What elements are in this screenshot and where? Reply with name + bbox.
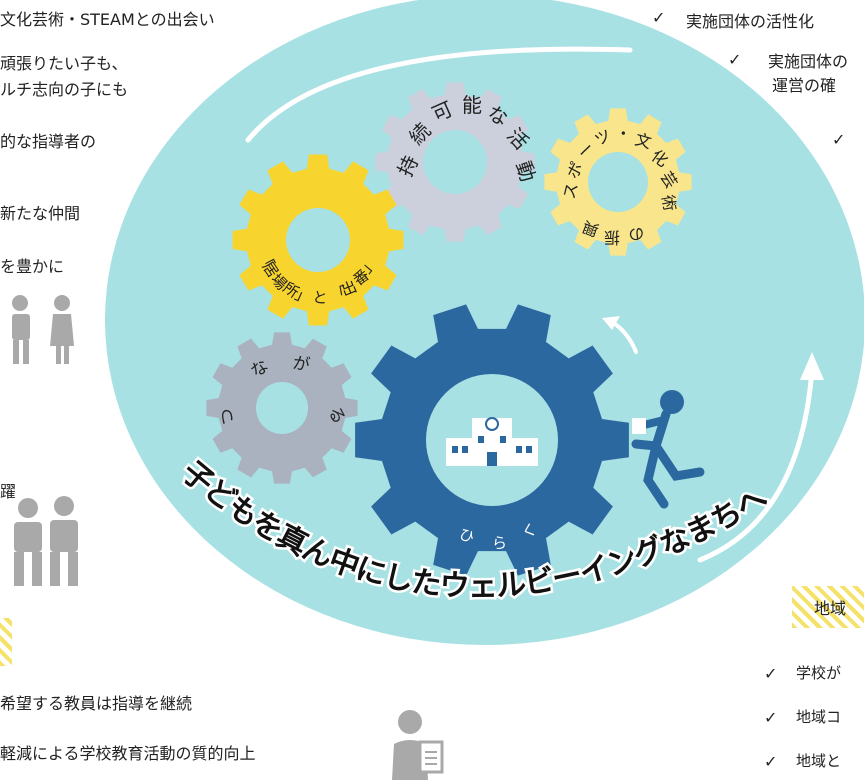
teacher-icon	[392, 710, 444, 780]
svg-text:つ: つ	[217, 408, 239, 427]
people-icon-1	[12, 295, 74, 364]
left-line-3: ルチ志向の子にも	[0, 80, 129, 99]
left-line-2: 頑張りたい子も、	[0, 54, 128, 73]
left-line-4: 的な指導者の	[0, 132, 97, 151]
rotation-arrowhead-icon	[602, 316, 620, 330]
bottom-left-line-1: 希望する教員は指導を継続	[0, 694, 193, 713]
svg-text:・: ・	[614, 123, 632, 144]
gear-hole	[588, 152, 648, 212]
svg-text:ツ: ツ	[591, 125, 614, 149]
gear-place	[232, 154, 404, 326]
gear-label-open: ひ ら く	[457, 520, 540, 552]
right-box-label: 地域	[814, 599, 847, 618]
gear-label-sports: ス ポ ー ツ ・ 文 化 芸 術 の 振 興	[559, 123, 681, 247]
svg-text:ら: ら	[492, 534, 507, 552]
svg-text:ス: ス	[559, 181, 581, 201]
gear-sustainable	[375, 82, 535, 242]
right-arrowhead-icon	[800, 352, 824, 380]
svg-text:」: 」	[292, 285, 313, 308]
left-line-6: を豊かに	[0, 257, 65, 276]
left-hatch-box	[0, 618, 12, 666]
svg-text:文: 文	[633, 130, 654, 153]
check-icon: ✓	[764, 664, 778, 683]
svg-text:振: 振	[604, 228, 620, 247]
right-line-1: 実施団体の活性化	[686, 12, 815, 31]
left-line-5: 新たな仲間	[0, 204, 81, 223]
right-item-2: 地域コ	[796, 708, 842, 726]
check-icon: ✓	[832, 130, 846, 149]
right-item-3: 地域と	[796, 752, 842, 770]
svg-text:の: の	[626, 222, 648, 245]
right-hatch-box	[792, 586, 864, 628]
svg-text:出: 出	[339, 277, 360, 299]
check-icon: ✓	[728, 50, 742, 69]
svg-text:ポ: ポ	[563, 159, 587, 182]
svg-text:「: 「	[330, 284, 348, 304]
gear-connect	[206, 332, 358, 484]
right-item-1: 学校が	[796, 664, 842, 682]
school-building-icon	[446, 417, 538, 466]
people-icon-2	[14, 496, 78, 586]
gear-hole	[286, 208, 350, 272]
svg-text:く: く	[519, 520, 539, 542]
pushing-person-icon	[631, 390, 705, 509]
svg-text:能: 能	[462, 93, 482, 117]
gear-label-place: 「 居 場 所 」 と 「 出 番 」	[254, 249, 380, 307]
gear-hole	[423, 130, 487, 194]
svg-text:「: 「	[254, 249, 277, 271]
top-arc	[245, 46, 633, 143]
svg-text:が: が	[291, 353, 311, 376]
gear-hole	[256, 382, 308, 434]
check-icon: ✓	[764, 708, 778, 727]
right-line-2: 実施団体の	[768, 52, 849, 71]
left-line-7: 躍	[0, 482, 17, 501]
check-icon: ✓	[652, 8, 666, 27]
right-line-3: 運営の確	[772, 76, 837, 95]
left-line-1: 文化芸術・STEAMとの出会い	[0, 10, 215, 29]
svg-text:術: 術	[658, 193, 679, 212]
svg-text:と: と	[312, 288, 329, 307]
bottom-left-line-2: 軽減による学校教育活動の質的向上	[0, 744, 256, 763]
svg-text:興: 興	[580, 217, 602, 240]
gear-sports	[544, 108, 692, 256]
right-arc	[697, 367, 815, 563]
check-icon: ✓	[764, 752, 778, 771]
svg-text:ひ: ひ	[457, 525, 477, 547]
